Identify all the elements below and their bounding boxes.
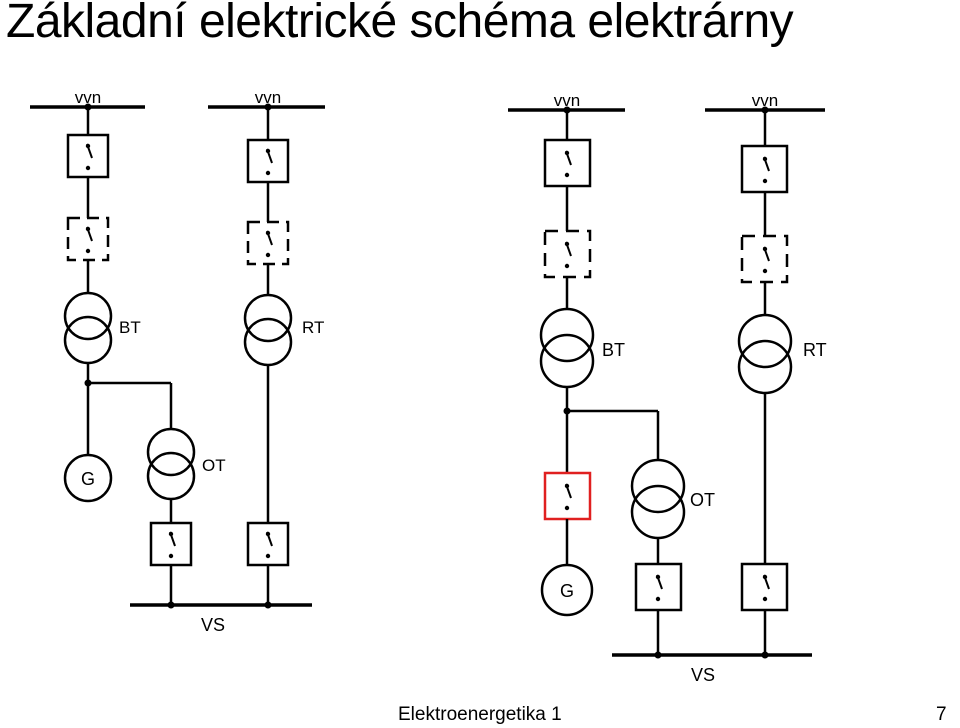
label-ot-left: OT [202, 456, 226, 475]
breaker-box-rt-left [246, 138, 290, 184]
page-number: 7 [936, 704, 947, 725]
breaker-box-generator-right-highlighted [543, 471, 592, 521]
label-vs-left: VS [201, 615, 225, 635]
label-bt-left: BT [119, 318, 141, 337]
label-vvn-left-2: vvn [255, 88, 281, 107]
label-bt-right: BT [602, 340, 625, 360]
generator-left [63, 453, 113, 503]
label-vs-right: VS [691, 665, 715, 685]
breaker-box-ot-left [149, 521, 193, 567]
label-generator-right: G [560, 581, 574, 601]
disconnector-box-bt-right [543, 229, 592, 279]
disconnector-box-bt-left [66, 216, 110, 262]
label-vvn-left-1: vvn [75, 88, 101, 107]
label-rt-left: RT [302, 318, 324, 337]
transformer-ot-right-upper [630, 458, 686, 514]
transformer-bt-right-upper [539, 307, 595, 363]
label-vvn-right-1: vvn [554, 91, 580, 110]
breaker-box-rt-right [740, 144, 789, 194]
transformer-rt-right-upper [737, 313, 793, 369]
switch-contacts [84, 142, 770, 603]
junction-dots [84, 103, 769, 659]
label-generator-left: G [81, 469, 95, 489]
disconnector-box-rt-right [740, 234, 789, 284]
label-rt-right: RT [803, 340, 827, 360]
label-vvn-right-2: vvn [752, 91, 778, 110]
transformer-rt-left-upper [243, 293, 293, 343]
generator-right [540, 563, 594, 617]
transformer-ot-left-upper [146, 427, 196, 477]
page-title: Základní elektrické schéma elektrárny [6, 0, 794, 48]
breaker-box-bt-right [543, 138, 592, 188]
disconnector-box-rt-left [246, 220, 290, 266]
transformer-bt-left-upper [63, 291, 113, 341]
footer-course-name: Elektroenergetika 1 [398, 704, 562, 725]
breaker-box-ot-right [634, 562, 683, 612]
left-scheme [30, 105, 325, 607]
right-scheme [508, 108, 825, 657]
breaker-box-bt-left [66, 133, 110, 179]
label-ot-right: OT [690, 490, 715, 510]
breaker-box-rt-right-vs [740, 562, 789, 612]
breaker-box-rt-left-vs [246, 521, 290, 567]
